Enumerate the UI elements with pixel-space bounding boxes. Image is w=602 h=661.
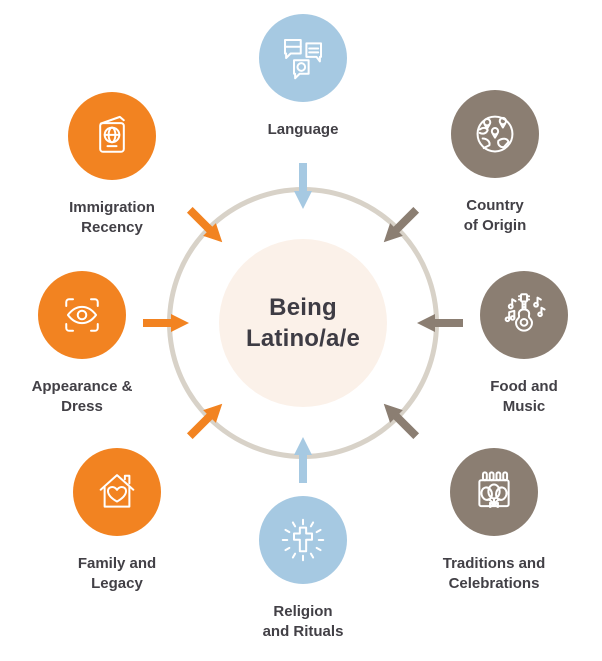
label-food-and-music: Food and Music — [439, 377, 602, 417]
arrow-top-right — [377, 203, 422, 248]
globe-pins-icon — [468, 107, 522, 161]
label-appearance-line1: Appearance & — [31, 378, 133, 395]
node-family-and-legacy — [73, 448, 161, 536]
label-religion-line1: Religion — [273, 603, 333, 620]
center-title-line2: Latino/a/e — [245, 325, 361, 352]
arrow-left — [143, 314, 189, 332]
label-food-line1: Food and — [490, 378, 558, 395]
center-circle: Being Latino/a/e — [219, 239, 387, 407]
label-country-line1: Country — [466, 197, 524, 214]
node-immigration-recency — [68, 92, 156, 180]
arrow-right — [417, 314, 463, 332]
node-language — [259, 14, 347, 102]
label-appearance-and-dress: Appearance & Dress — [0, 377, 167, 417]
label-family-line1: Family and — [77, 555, 157, 572]
label-language-line1: Language — [267, 121, 339, 138]
label-family-line2: Legacy — [91, 575, 143, 592]
passport-icon — [85, 109, 139, 163]
label-language: Language — [218, 120, 388, 140]
node-food-and-music — [480, 271, 568, 359]
node-country-of-origin — [451, 90, 539, 178]
calendar-balloons-icon — [467, 465, 521, 519]
label-traditions-and-celebrations: Traditions and Celebrations — [409, 554, 579, 594]
label-appearance-line2: Dress — [61, 398, 103, 415]
label-immigration-line1: Immigration — [69, 199, 155, 216]
arrow-top — [294, 163, 312, 209]
label-religion-and-rituals: Religion and Rituals — [218, 602, 388, 642]
eye-focus-icon — [55, 288, 109, 342]
arrow-bottom-right — [377, 397, 422, 442]
arrow-bottom — [294, 437, 312, 483]
label-country-of-origin: Country of Origin — [410, 196, 580, 236]
label-traditions-line1: Traditions and — [442, 555, 546, 572]
node-traditions-and-celebrations — [450, 448, 538, 536]
label-religion-line2: and Rituals — [262, 623, 344, 640]
arrow-bottom-left — [183, 397, 228, 442]
label-traditions-line2: Celebrations — [448, 575, 540, 592]
label-family-and-legacy: Family and Legacy — [32, 554, 202, 594]
house-heart-icon — [90, 465, 144, 519]
arrow-top-left — [183, 203, 228, 248]
node-religion-and-rituals — [259, 496, 347, 584]
label-country-line2: of Origin — [463, 217, 527, 234]
chat-bubbles-icon — [276, 31, 330, 85]
label-food-line2: Music — [502, 398, 546, 415]
label-immigration-line2: Recency — [81, 219, 143, 236]
center-title-line1: Being — [269, 294, 337, 321]
node-appearance-and-dress — [38, 271, 126, 359]
guitar-music-icon — [497, 288, 551, 342]
cross-rays-icon — [276, 513, 330, 567]
label-immigration-recency: Immigration Recency — [27, 198, 197, 238]
center-title: Being Latino/a/e — [246, 292, 360, 354]
